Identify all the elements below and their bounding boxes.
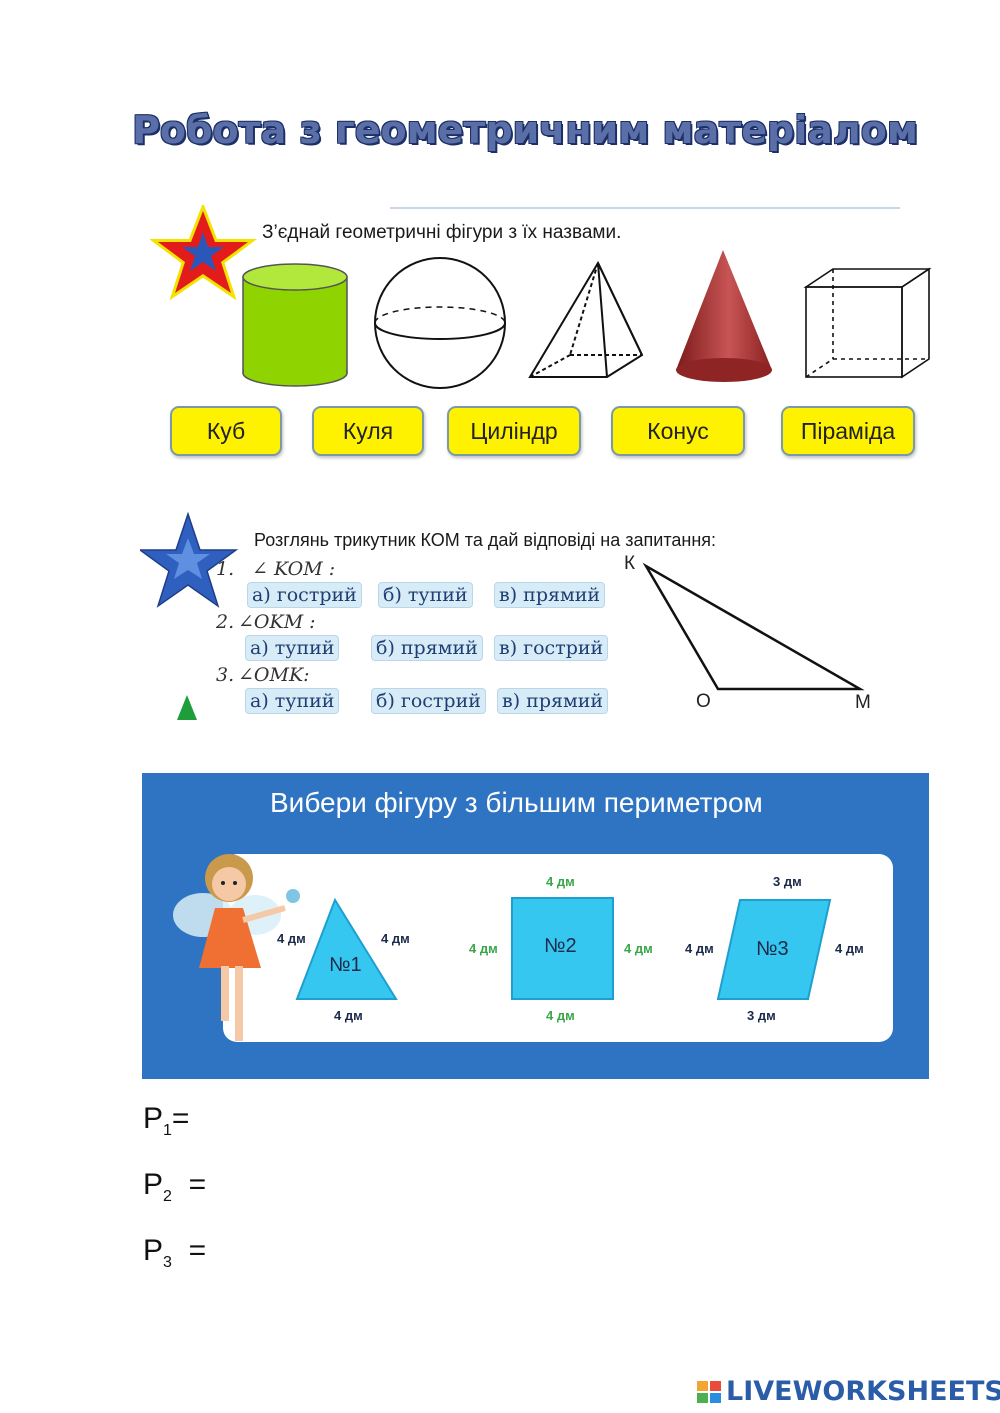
name-button-cube[interactable]: Куб [170, 406, 282, 456]
figure-2-side-top: 4 дм [546, 874, 575, 889]
task1-illustrations [150, 205, 932, 389]
green-triangle-icon [177, 695, 197, 720]
figure-3-side-bottom: 3 дм [747, 1008, 776, 1023]
perimeter-1-line: P1= [143, 1102, 189, 1140]
task2-illustrations [140, 511, 865, 720]
perimeter-3-letter: P [143, 1234, 164, 1267]
question-2-number: 2. [216, 611, 235, 633]
q3-option-b[interactable]: б) гострий [371, 688, 486, 714]
question-1-angle: ∠ KOM : [252, 558, 336, 580]
question-3-number: 3. [216, 664, 235, 686]
q1-option-c[interactable]: в) прямий [494, 582, 606, 608]
question-3-angle: ∠OMK: [238, 664, 310, 686]
page-title: Робота з геометричним матеріалом [132, 108, 918, 152]
pyramid-shape [528, 260, 644, 378]
perimeter-1-letter: P [143, 1102, 164, 1135]
figure-2-side-right: 4 дм [624, 941, 653, 956]
name-button-pyramid[interactable]: Піраміда [781, 406, 915, 456]
q1-option-b[interactable]: б) тупий [378, 582, 473, 608]
q2-option-a[interactable]: а) тупий [245, 635, 340, 661]
figure-2-side-bottom: 4 дм [546, 1008, 575, 1023]
figure-3-side-left: 4 дм [685, 941, 714, 956]
q2-option-b[interactable]: б) прямий [371, 635, 483, 661]
figure-2-square [511, 897, 614, 1000]
q3-option-c[interactable]: в) прямий [497, 688, 609, 714]
perimeter-2-sub: 2 [163, 1188, 172, 1205]
q1-option-a[interactable]: а) гострий [247, 582, 362, 608]
perimeter-2-letter: P [143, 1168, 164, 1201]
perimeter-1-answer-field[interactable] [210, 1104, 810, 1140]
figure-1-side-right: 4 дм [381, 931, 410, 946]
perimeter-3-eq: = [188, 1234, 207, 1267]
figure-3-parallelogram [716, 899, 832, 1000]
task2-instruction: Розглянь трикутник КОМ та дай відповіді … [254, 530, 717, 550]
cone-shape [676, 250, 772, 382]
figure-3-label: №3 [756, 938, 789, 960]
perimeter-1-eq: = [171, 1102, 190, 1135]
task3-instruction: Вибери фігуру з більшим периметром [270, 787, 763, 818]
figure-1-side-bottom: 4 дм [334, 1008, 363, 1023]
q2-option-c[interactable]: в) гострий [494, 635, 609, 661]
perimeter-1-sub: 1 [163, 1122, 172, 1139]
perimeter-2-line: P2 = [143, 1168, 206, 1206]
vertex-m-label: М [855, 692, 871, 713]
task1-instruction: З’єднай геометричні фігури з їх назвами. [262, 222, 622, 243]
figure-3-side-top: 3 дм [773, 874, 802, 889]
triangle-kom [642, 562, 865, 691]
task3-illustrations [173, 854, 832, 1041]
perimeter-2-answer-field[interactable] [220, 1170, 820, 1206]
perimeter-2-eq: = [188, 1168, 207, 1201]
figure-2-side-left: 4 дм [469, 941, 498, 956]
figure-1-label: №1 [329, 954, 362, 976]
fairy-illustration [173, 854, 300, 1041]
red-star-icon [150, 205, 258, 301]
vertex-o-label: О [696, 691, 711, 712]
vertex-k-label: К [624, 553, 636, 574]
figure-3-side-right: 4 дм [835, 941, 864, 956]
q3-option-a[interactable]: а) тупий [245, 688, 340, 714]
liveworksheets-logo-icon [697, 1381, 721, 1403]
question-1-number: 1. [216, 558, 235, 580]
perimeter-3-sub: 3 [163, 1254, 172, 1271]
name-button-sphere[interactable]: Куля [312, 406, 424, 456]
question-2-angle: ∠OKM : [238, 611, 316, 633]
blue-star-icon [140, 511, 239, 608]
perimeter-3-line: P3 = [143, 1234, 206, 1272]
figure-2-label: №2 [544, 935, 577, 957]
sphere-shape [374, 257, 506, 389]
cylinder-shape [242, 263, 348, 387]
cube-shape [803, 267, 932, 379]
liveworksheets-logo: LIVEWORKSHEETS [726, 1376, 1000, 1407]
figure-1-side-left: 4 дм [277, 931, 306, 946]
figure-1-triangle [295, 897, 398, 1000]
name-button-cylinder[interactable]: Циліндр [447, 406, 581, 456]
perimeter-3-answer-field[interactable] [220, 1236, 820, 1272]
name-button-cone[interactable]: Конус [611, 406, 745, 456]
